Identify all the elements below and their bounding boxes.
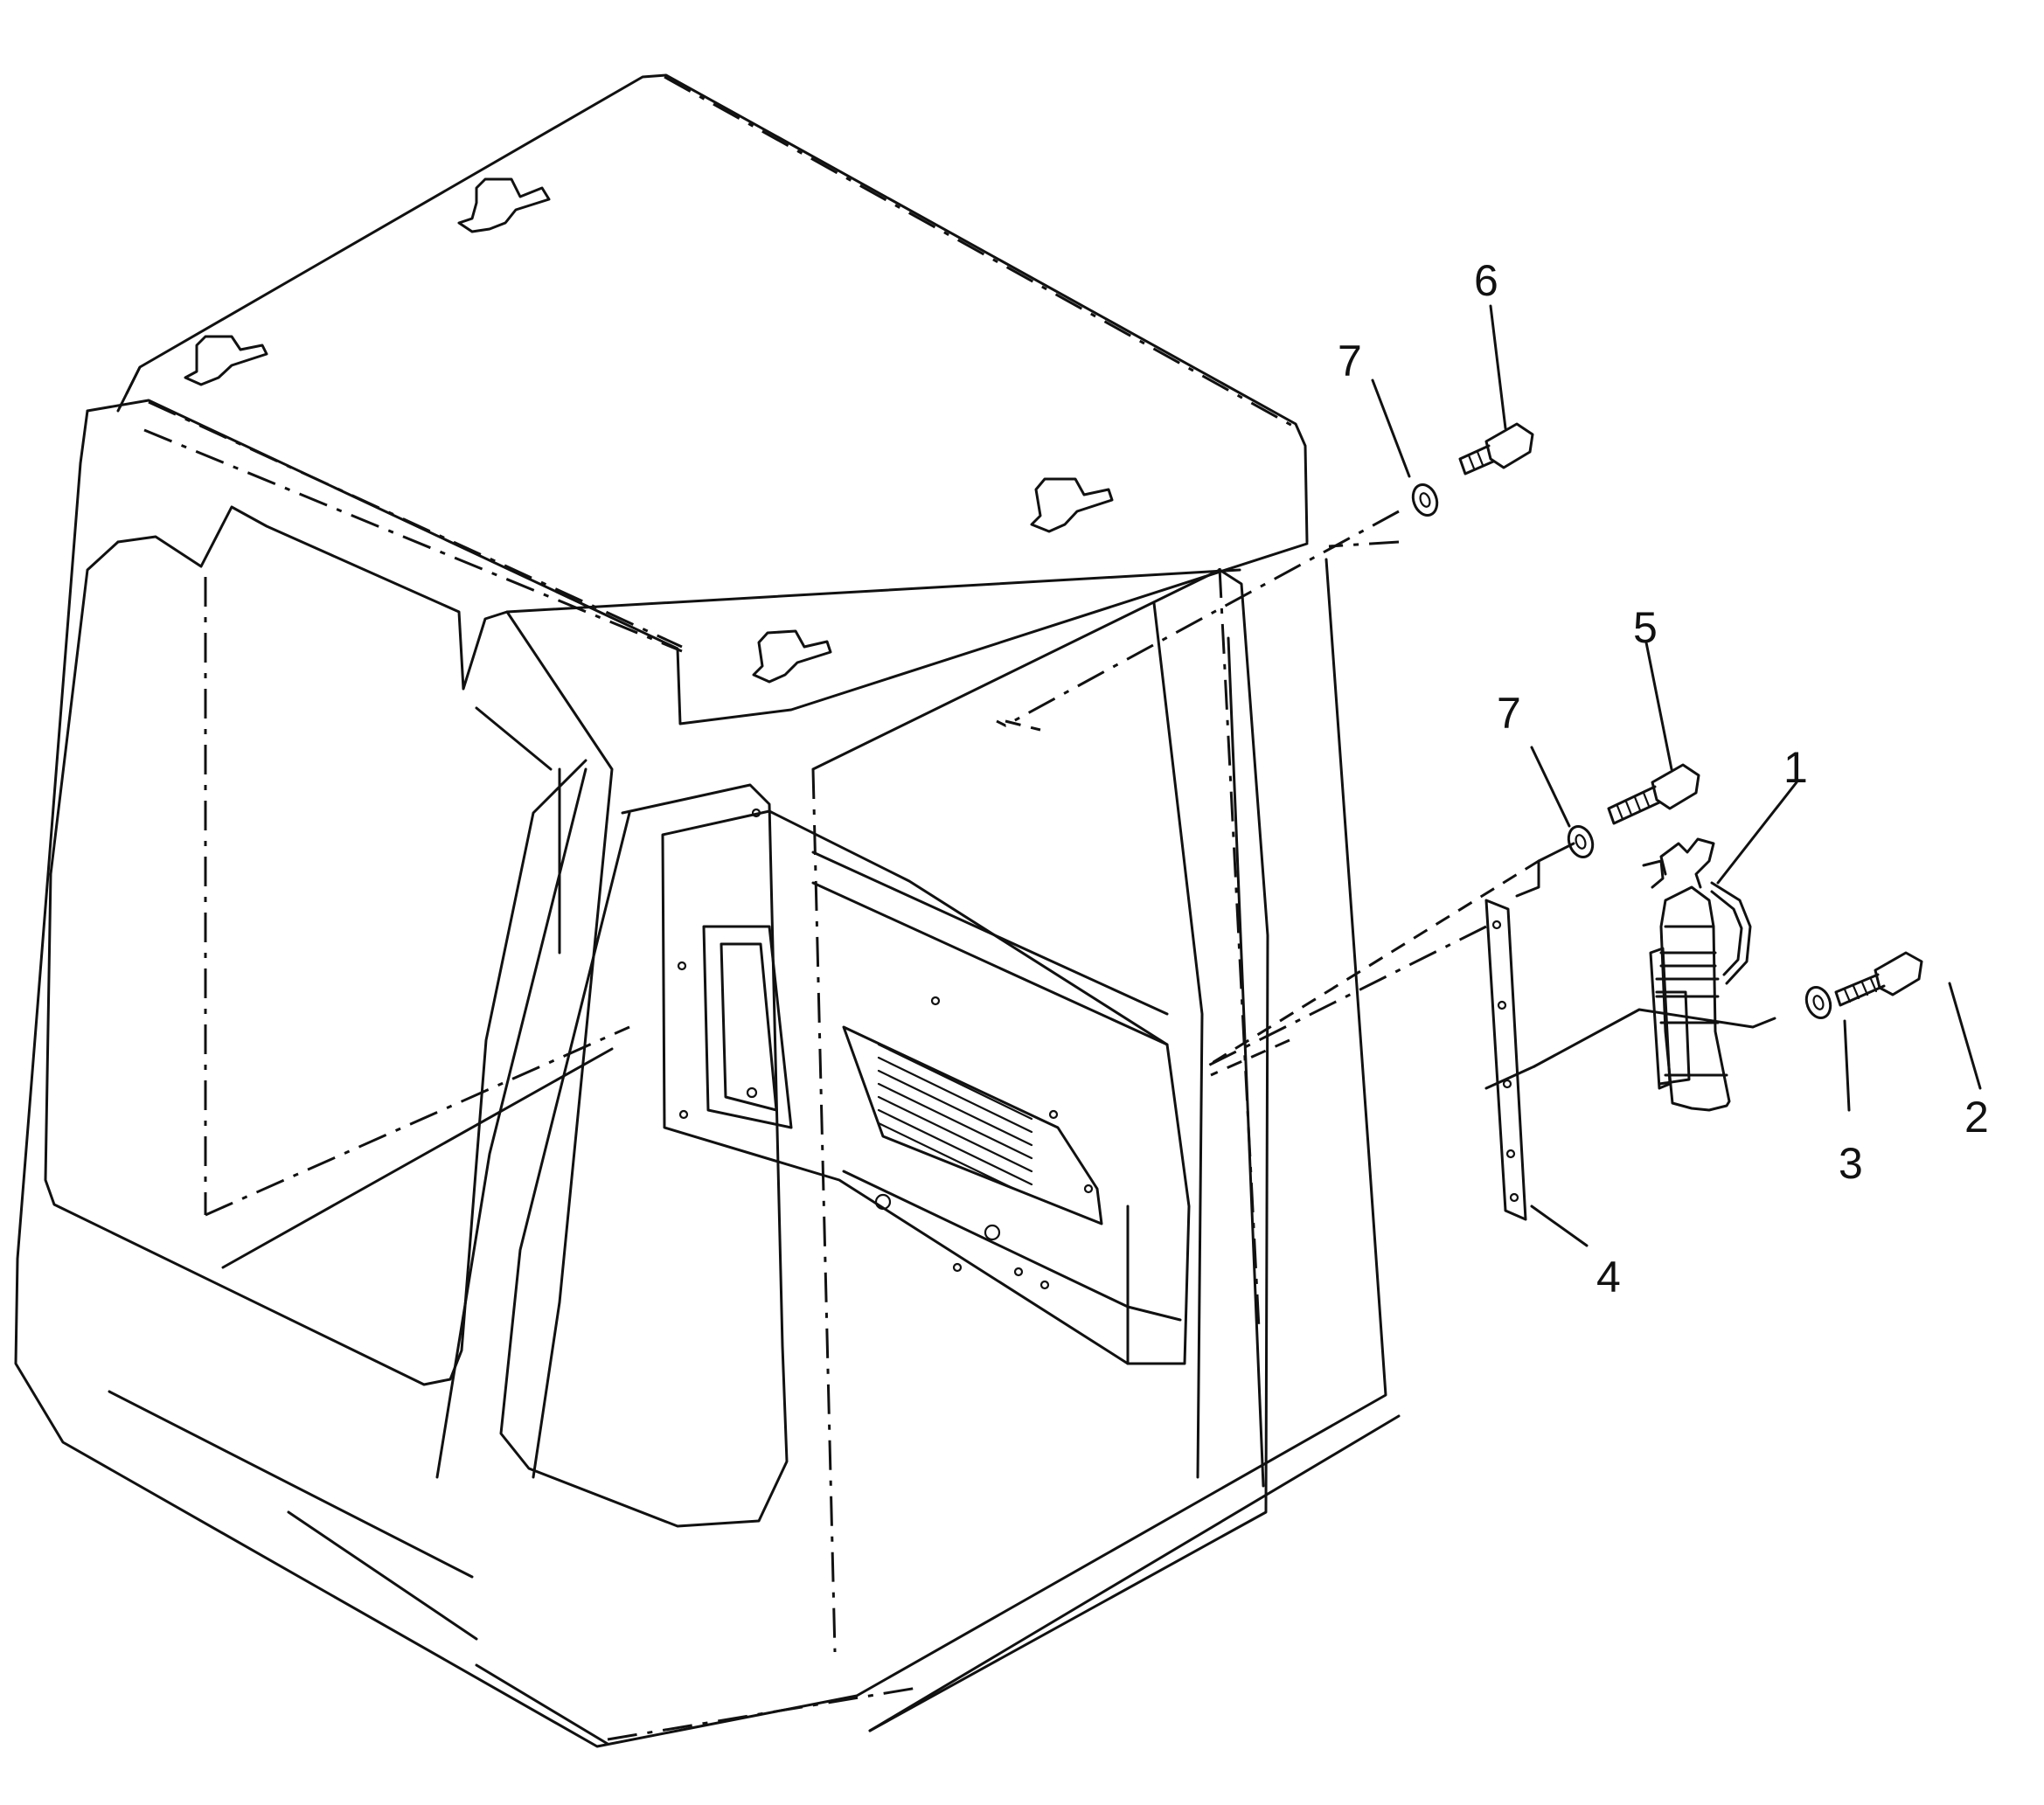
callout-4: 4 bbox=[1596, 1253, 1621, 1302]
callout-7-upper: 7 bbox=[1338, 337, 1362, 385]
mounting-plate bbox=[1484, 899, 1527, 1221]
washer-part-7-upper bbox=[1411, 483, 1439, 517]
callout-numbers: 1 2 3 4 5 6 7 7 bbox=[1338, 256, 1989, 1302]
washer-part-7-lower bbox=[1567, 825, 1595, 858]
callout-3: 3 bbox=[1839, 1139, 1863, 1188]
roof-brackets bbox=[184, 177, 1114, 684]
rear-interior-panel bbox=[661, 808, 1191, 1365]
bolt-part-2 bbox=[1834, 951, 1923, 1007]
bolt-part-5 bbox=[1607, 763, 1700, 825]
washer-part-3 bbox=[1804, 986, 1832, 1019]
bolt-part-6 bbox=[1458, 422, 1534, 476]
operator-cab bbox=[14, 73, 1401, 1748]
callout-1: 1 bbox=[1783, 743, 1808, 792]
callout-5: 5 bbox=[1633, 603, 1658, 652]
assembly-centerlines bbox=[996, 510, 1776, 1090]
leader-lines bbox=[1371, 304, 1982, 1247]
callout-6: 6 bbox=[1474, 256, 1498, 305]
callout-2: 2 bbox=[1964, 1093, 1989, 1142]
callout-7-lower: 7 bbox=[1497, 689, 1521, 738]
fire-extinguisher bbox=[1642, 837, 1752, 1112]
